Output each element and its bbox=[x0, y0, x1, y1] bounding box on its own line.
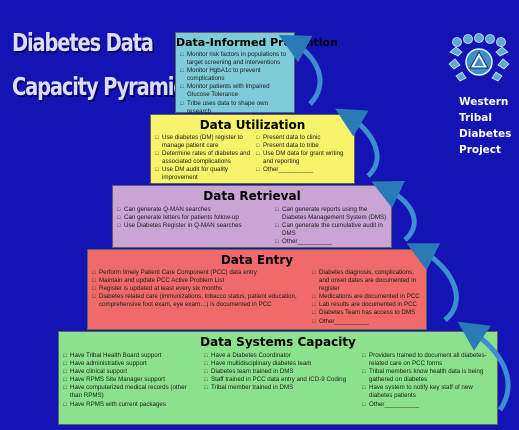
western-tribal-diabetes-project-logo bbox=[448, 33, 510, 82]
checklist-item: Lab results are documented in PCC bbox=[312, 301, 424, 309]
checklist-item: Have system to notify key staff of new d… bbox=[362, 384, 495, 400]
checklist-item: Use Diabetes Register in Q-MAN searches bbox=[117, 222, 267, 230]
checklist-item: Other__________ bbox=[256, 166, 352, 174]
checklist-item: Use diabetes (DM) register to manage pat… bbox=[155, 134, 253, 150]
checklist-item: Other__________ bbox=[312, 318, 424, 326]
checklist-item: Have administrative support bbox=[63, 360, 195, 368]
checklist-item: Use DM audit for quality improvement bbox=[155, 166, 253, 182]
checklist-item: Diabetes related care (immunizations, to… bbox=[92, 293, 297, 309]
checklist-item: Register is updated at least every six m… bbox=[92, 285, 297, 293]
checklist-item: Perform timely Patient Care Component (P… bbox=[92, 269, 297, 277]
checklist-item: Can generate letters for patients follow… bbox=[117, 214, 267, 222]
tier-title-entry: Data Entry bbox=[220, 253, 294, 267]
checklist-item: Have Tribal Health Board support bbox=[63, 352, 195, 360]
project-line-3: Diabetes bbox=[459, 128, 512, 140]
project-line-2: Tribal bbox=[459, 112, 492, 124]
checklist-item: Have multidisciplinary diabetes team bbox=[204, 360, 352, 368]
entry-list-left: Perform timely Patient Care Component (P… bbox=[92, 269, 297, 309]
checklist-item: Have RPMS Site Manager support bbox=[63, 376, 195, 384]
checklist-item: Can generate Q-MAN searches bbox=[117, 206, 267, 214]
checklist-item: Use DM data for grant writing and report… bbox=[256, 150, 352, 166]
checklist-item: Diabetes team trained in DMS bbox=[204, 368, 352, 376]
systems-list-left: Have Tribal Health Board supportHave adm… bbox=[63, 352, 195, 409]
entry-list-right: Diabetes diagnosis, complications, and o… bbox=[312, 269, 424, 326]
tier-data-entry: Data Entry Perform timely Patient Care C… bbox=[87, 249, 427, 330]
retrieval-list-right: Can generate reports using the Diabetes … bbox=[275, 206, 389, 246]
tier-title-prevention: Data-Informed Prevention bbox=[176, 36, 338, 49]
tier-data-systems-capacity: Data Systems Capacity Have Tribal Health… bbox=[58, 331, 498, 425]
systems-list-right: Providers trained to document all diabet… bbox=[362, 352, 495, 409]
tier-title-systems: Data Systems Capacity bbox=[200, 335, 356, 349]
checklist-item: Maintain and update PCC Active Problem L… bbox=[92, 277, 297, 285]
checklist-item: Determine rates of diabetes and associat… bbox=[155, 150, 253, 166]
checklist-item: Providers trained to document all diabet… bbox=[362, 352, 495, 368]
prevention-list: Monitor risk factors in populations to t… bbox=[180, 51, 292, 124]
checklist-item: Medications are documented in PCC bbox=[312, 293, 424, 301]
checklist-item: Can generate reports using the Diabetes … bbox=[275, 206, 389, 222]
checklist-item: Have RPMS with current packages bbox=[63, 401, 195, 409]
checklist-item: Diabetes diagnosis, complications, and o… bbox=[312, 269, 424, 293]
checklist-item: Have clinical support bbox=[63, 368, 195, 376]
tier-title-utilization: Data Utilization bbox=[199, 118, 306, 132]
systems-list-middle: Have a Diabetes CoordinatorHave multidis… bbox=[204, 352, 352, 392]
checklist-item: Can generate the cumulative audit in DMS bbox=[275, 222, 389, 238]
checklist-item: Tribe uses data to shape own research bbox=[180, 100, 292, 116]
checklist-item: Have a Diabetes Coordinator bbox=[204, 352, 352, 360]
title-line-2: Capacity Pyramid bbox=[12, 72, 187, 101]
checklist-item: Other__________ bbox=[275, 238, 389, 246]
checklist-item: Diabetes Team has access to DMS bbox=[312, 309, 424, 317]
checklist-item: Tribal member trained in DMS bbox=[204, 384, 352, 392]
checklist-item: Monitor risk factors in populations to t… bbox=[180, 51, 292, 67]
checklist-item: Have computerized medical records (other… bbox=[63, 384, 195, 400]
tier-data-informed-prevention: Data-Informed Prevention Monitor risk fa… bbox=[175, 32, 338, 123]
title-line-1: Diabetes Data bbox=[12, 28, 154, 57]
checklist-item: Tribal members know health data is being… bbox=[362, 368, 495, 384]
checklist-item: Present data to tribe bbox=[256, 142, 352, 150]
checklist-item: Other__________ bbox=[362, 401, 495, 409]
utilization-list-left: Use diabetes (DM) register to manage pat… bbox=[155, 134, 253, 183]
tier-data-utilization: Data Utilization Use diabetes (DM) regis… bbox=[150, 114, 355, 184]
utilization-list-right: Present data to clinicPresent data to tr… bbox=[256, 134, 352, 174]
project-line-1: Western bbox=[459, 96, 509, 108]
tier-title-retrieval: Data Retrieval bbox=[203, 189, 301, 203]
retrieval-list-left: Can generate Q-MAN searchesCan generate … bbox=[117, 206, 267, 230]
checklist-item: Monitor HgbA1c to prevent complications bbox=[180, 67, 292, 83]
checklist-item: Present data to clinic bbox=[256, 134, 352, 142]
checklist-item: Monitor patients with Impaired Glucose T… bbox=[180, 83, 292, 99]
checklist-item: Staff trained in PCC data entry and ICD-… bbox=[204, 376, 352, 384]
tier-data-retrieval: Data Retrieval Can generate Q-MAN search… bbox=[112, 185, 392, 248]
project-line-4: Project bbox=[459, 144, 502, 156]
